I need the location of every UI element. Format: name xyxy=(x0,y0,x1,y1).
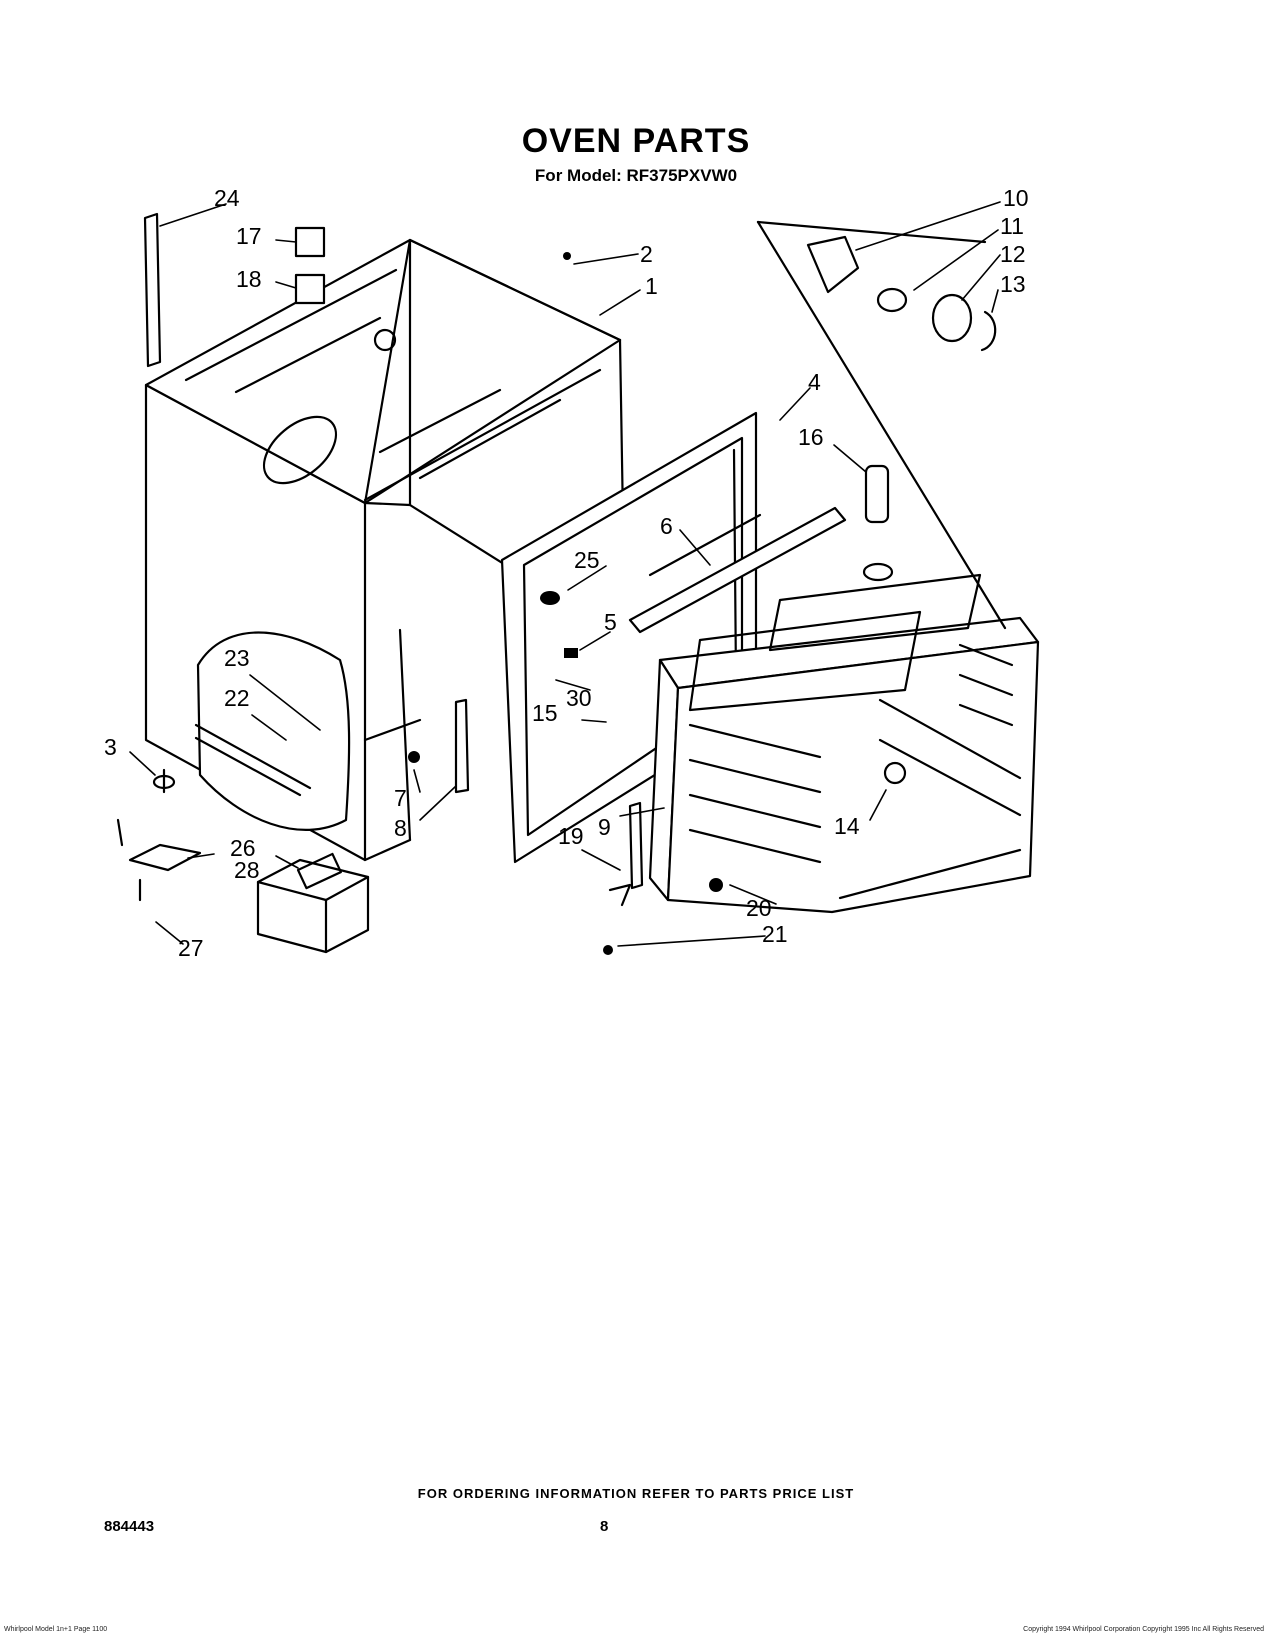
receptacle-25 xyxy=(540,591,560,605)
fastener-group xyxy=(408,252,723,955)
knob-17 xyxy=(294,226,326,258)
callout-8: 8 xyxy=(394,815,407,841)
callout-13: 13 xyxy=(1000,271,1026,297)
callout-18: 18 xyxy=(236,266,262,292)
page-number: 8 xyxy=(600,1518,609,1535)
callout-3: 3 xyxy=(104,734,117,760)
callout-labels: 24 17 18 2 1 4 10 11 12 13 16 6 25 5 30 … xyxy=(104,185,1029,961)
model-subtitle: For Model: RF375PXVW0 xyxy=(534,166,738,185)
callout-4: 4 xyxy=(808,369,821,395)
anti-tip-bracket xyxy=(116,818,202,902)
callout-6: 6 xyxy=(660,513,673,539)
callout-20: 20 xyxy=(746,895,772,921)
leveling-leg xyxy=(152,768,176,794)
callout-9: 9 xyxy=(598,814,611,840)
callout-17: 17 xyxy=(236,223,262,249)
callout-15: 15 xyxy=(532,700,558,726)
oven-vent-tube xyxy=(454,698,470,794)
callout-1: 1 xyxy=(645,273,658,299)
callout-11: 11 xyxy=(1000,213,1024,239)
screw-2 xyxy=(563,252,571,260)
callout-22: 22 xyxy=(224,685,250,711)
knob-18 xyxy=(294,273,326,305)
leader-lines xyxy=(129,201,1001,947)
bake-element xyxy=(628,506,847,634)
callout-2: 2 xyxy=(640,241,653,267)
grommet-20 xyxy=(709,878,723,892)
door-hinge xyxy=(608,801,644,907)
callout-27: 27 xyxy=(178,935,204,961)
side-trim-strip xyxy=(143,212,162,368)
callout-5: 5 xyxy=(604,609,617,635)
callout-12: 12 xyxy=(1000,241,1026,267)
fine-print-left: Whirlpool Model 1n+1 Page 1100 xyxy=(4,1626,108,1633)
sensor-probe xyxy=(862,464,894,582)
callout-10: 10 xyxy=(1003,185,1029,211)
nut-7 xyxy=(408,751,420,763)
callout-7: 7 xyxy=(394,785,407,811)
bushing-5 xyxy=(564,648,578,658)
callout-19: 19 xyxy=(558,823,584,849)
callout-24: 24 xyxy=(214,185,240,211)
ordering-info-note: FOR ORDERING INFORMATION REFER TO PARTS … xyxy=(417,1486,855,1501)
callout-28: 28 xyxy=(234,857,260,883)
callout-16: 16 xyxy=(798,424,824,450)
oven-light-assembly xyxy=(756,220,1007,630)
screw-21 xyxy=(603,945,613,955)
oven-cavity-liner xyxy=(648,573,1040,914)
document-number: 884443 xyxy=(104,1518,155,1535)
parts-box xyxy=(256,852,370,954)
callout-30: 30 xyxy=(566,685,592,711)
callout-23: 23 xyxy=(224,645,250,671)
callout-25: 25 xyxy=(574,547,600,573)
fine-print-right: Copyright 1994 Whirlpool Corporation Cop… xyxy=(1023,1626,1264,1633)
page-title: OVEN PARTS xyxy=(521,122,751,160)
callout-26: 26 xyxy=(230,835,256,861)
callout-14: 14 xyxy=(834,813,860,839)
callout-21: 21 xyxy=(762,921,788,947)
